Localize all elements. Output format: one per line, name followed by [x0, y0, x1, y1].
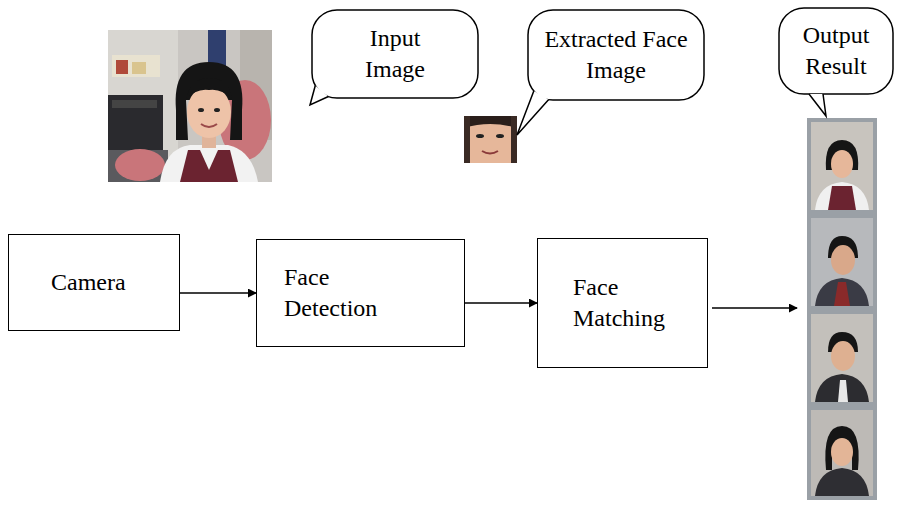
- output-photos: [807, 118, 877, 500]
- text-group: Output Result: [791, 20, 881, 82]
- box-label: Face Matching: [573, 272, 693, 334]
- text-group: Face Matching: [573, 272, 693, 334]
- text-group: Camera: [51, 267, 126, 298]
- callout-outline: [779, 8, 893, 94]
- input-photo: [108, 30, 272, 182]
- text-group: Input Image: [350, 23, 440, 85]
- extracted-face: [464, 116, 517, 163]
- text-group: Face Detection: [284, 262, 414, 324]
- process-box: Face Matching: [537, 238, 708, 368]
- flow-arrow: [180, 292, 256, 294]
- process-box: Camera: [8, 234, 180, 331]
- callout-text: Input Image: [350, 23, 440, 85]
- callout-text: Extracted Face Image: [541, 24, 691, 86]
- box-label: Camera: [51, 267, 126, 298]
- callout-bubble: Output Result: [779, 8, 893, 94]
- output-arrow: [712, 307, 797, 309]
- process-box: Face Detection: [256, 239, 465, 347]
- callout-outline: [312, 10, 478, 98]
- text-group: Extracted Face Image: [541, 24, 691, 86]
- callout-outline: [528, 10, 704, 100]
- callout-bubble: Input Image: [312, 10, 478, 98]
- box-label: Face Detection: [284, 262, 414, 324]
- callout-text: Output Result: [791, 20, 881, 82]
- flow-arrow: [465, 302, 537, 304]
- callout-bubble: Extracted Face Image: [528, 10, 704, 100]
